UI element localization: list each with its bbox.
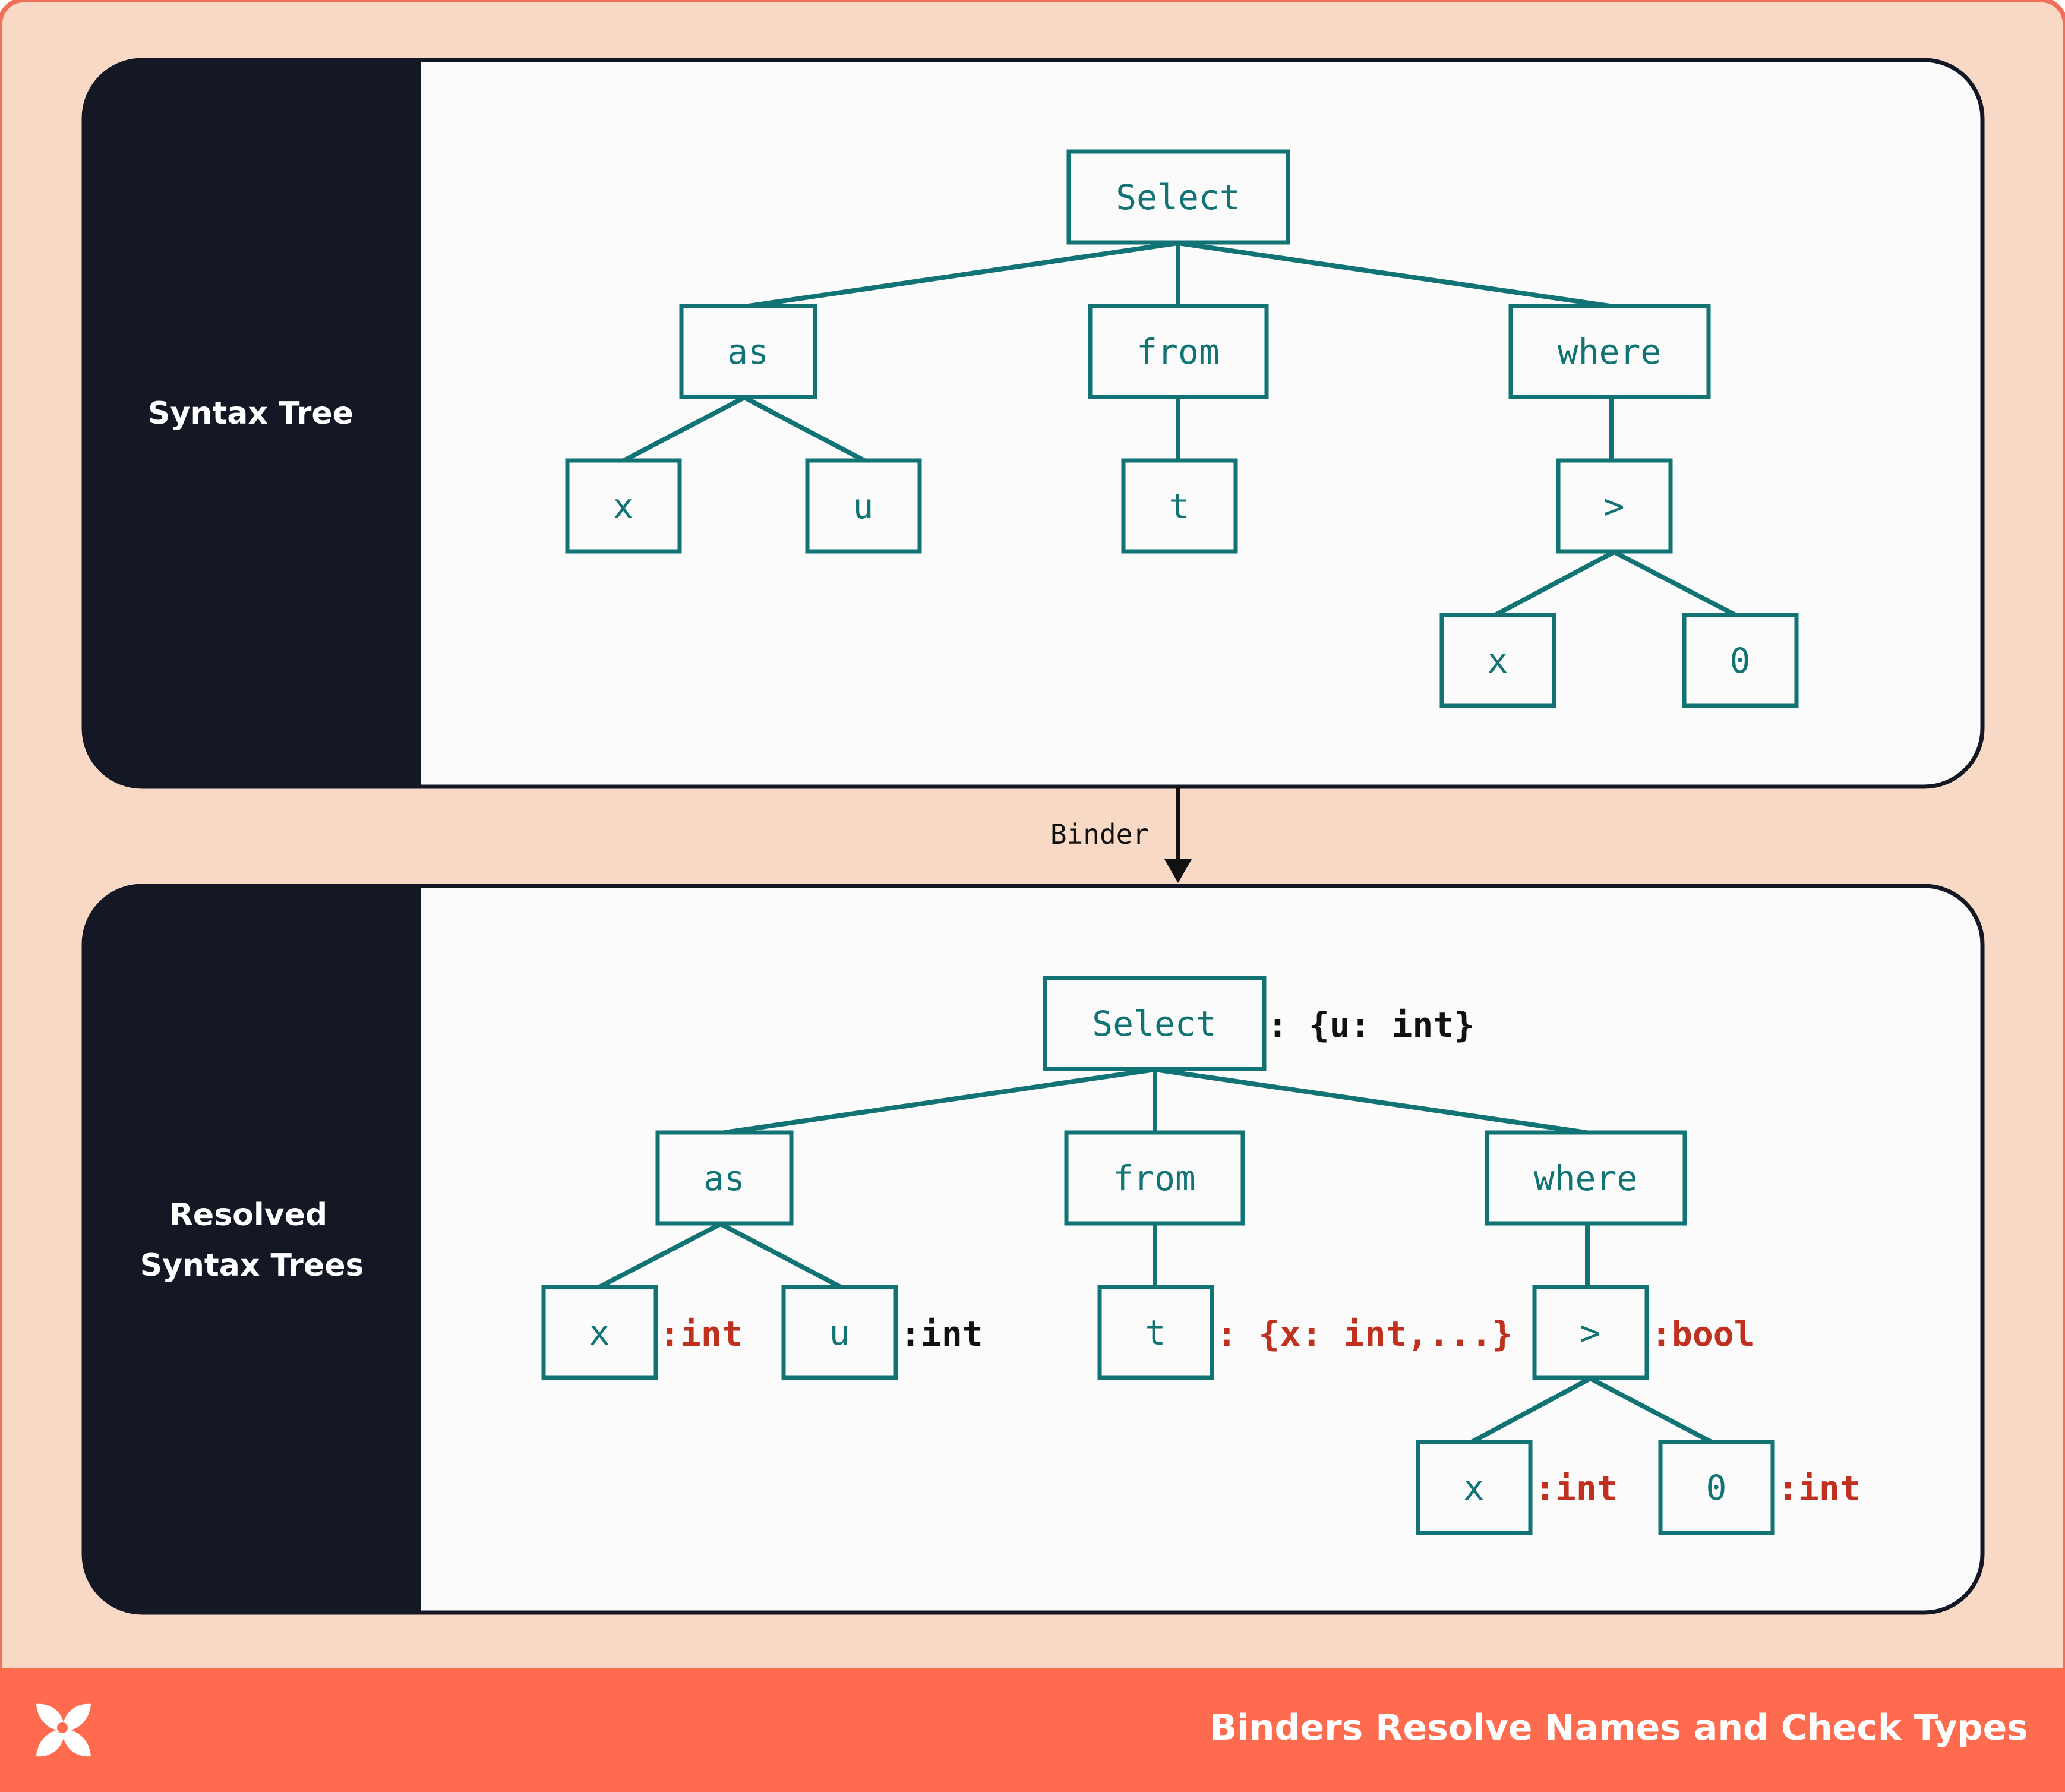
node-box: [781, 1285, 898, 1380]
node-box: [655, 1130, 794, 1226]
node-box: [1064, 1130, 1245, 1226]
footer-band: [0, 1668, 2065, 1792]
node-label: >: [1580, 1313, 1601, 1353]
node-label: as: [727, 332, 769, 372]
node-label: x: [613, 486, 634, 526]
panel-syntax-tree: Syntax Tree Select as from where x: [81, 58, 1985, 789]
type-annotation: :bool: [1651, 1314, 1755, 1354]
type-annotation: :int: [1534, 1468, 1618, 1509]
type-annotation: :int: [1777, 1468, 1861, 1509]
node-label: x: [1488, 641, 1508, 681]
node-label: 0: [1706, 1468, 1727, 1508]
node-label: t: [1145, 1313, 1166, 1353]
node-label: >: [1604, 486, 1625, 526]
node-label: 0: [1730, 641, 1751, 681]
node-label: Select: [1092, 1004, 1217, 1044]
panel-label-line-1: Resolved: [169, 1197, 327, 1233]
edge: [1469, 1376, 1593, 1444]
node-box: [565, 458, 682, 554]
edge: [1612, 550, 1738, 617]
node-box: [1097, 1285, 1214, 1380]
edge: [742, 395, 867, 463]
panel-resolved-syntax-trees: Resolved Syntax Trees Select as from whe…: [81, 884, 1985, 1615]
node-label: Select: [1116, 177, 1240, 217]
node-label: t: [1169, 486, 1190, 526]
node-box: [1682, 613, 1799, 708]
node-box: [1508, 304, 1711, 399]
node-label: x: [1464, 1468, 1485, 1508]
edge: [597, 1222, 723, 1289]
node-box: [1658, 1440, 1775, 1535]
node-label: where: [1534, 1158, 1638, 1198]
node-label: as: [703, 1158, 745, 1198]
edge: [621, 395, 747, 463]
edge: [746, 241, 1180, 308]
edge: [1493, 550, 1616, 617]
binder-arrow: Binder: [1050, 787, 1192, 883]
node-box: [805, 458, 922, 554]
panel-label-area: [84, 60, 421, 787]
type-annotation: :int: [659, 1314, 743, 1354]
type-annotation: : {u: int}: [1267, 1005, 1474, 1045]
node-box: [1416, 1440, 1533, 1535]
node-box: [1439, 613, 1556, 708]
edge: [1153, 1067, 1589, 1135]
tree-edges: [597, 1067, 1714, 1444]
edge: [1176, 241, 1612, 308]
type-annotation: :int: [900, 1314, 983, 1354]
edge: [722, 1067, 1157, 1135]
node-box: [1556, 458, 1673, 554]
edge: [1588, 1376, 1714, 1444]
type-annotations: : {u: int} :int :int : {x: int,...} :boo…: [659, 1005, 1861, 1509]
node-box: [1121, 458, 1238, 554]
panel-label: Syntax Tree: [148, 396, 353, 431]
node-label: where: [1558, 332, 1662, 372]
footer: Binders Resolve Names and Check Types: [36, 1703, 2028, 1757]
node-label: u: [829, 1313, 850, 1353]
node-label: from: [1136, 332, 1220, 372]
node-box: [1485, 1130, 1687, 1226]
node-box: [679, 304, 817, 399]
dagster-logo-icon: [36, 1703, 91, 1757]
arrow-label: Binder: [1050, 818, 1149, 850]
node-box: [1066, 149, 1290, 245]
edge: [718, 1222, 843, 1289]
tree-nodes: Select as from where x u t > x 0: [541, 976, 1775, 1535]
node-label: u: [853, 486, 874, 526]
node-box: [541, 1285, 658, 1380]
node-box: [1532, 1285, 1649, 1380]
arrowhead-icon: [1164, 859, 1192, 883]
footer-title: Binders Resolve Names and Check Types: [1210, 1707, 2028, 1749]
node-label: from: [1113, 1158, 1196, 1198]
node-box: [1088, 304, 1269, 399]
panel-label-line-2: Syntax Trees: [140, 1248, 364, 1283]
type-annotation: : {x: int,...}: [1216, 1314, 1513, 1354]
panel-label-area: [84, 886, 421, 1613]
node-label: x: [589, 1313, 610, 1353]
tree-nodes: Select as from where x u t > x 0: [565, 149, 1799, 708]
node-box: [1043, 976, 1267, 1071]
tree-edges: [621, 241, 1738, 617]
